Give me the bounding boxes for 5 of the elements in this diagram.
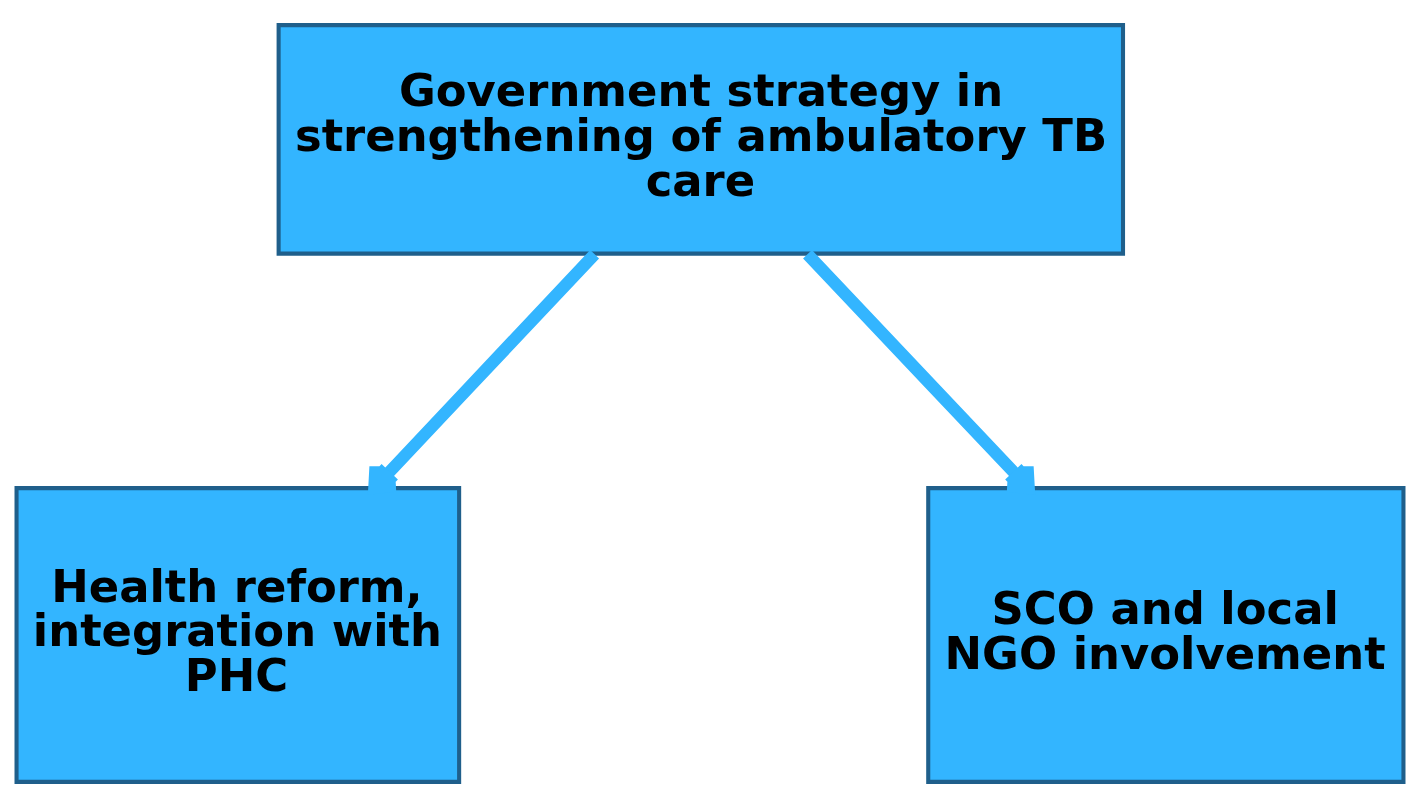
node-box: SCO and local NGO involvement — [926, 485, 1406, 784]
arrow — [368, 249, 600, 494]
node-box: Health reform, integration with PHC — [14, 485, 462, 784]
node-box: Government strategy in strengthening of ambulatory TB care — [276, 22, 1126, 256]
arrow — [803, 249, 1035, 494]
